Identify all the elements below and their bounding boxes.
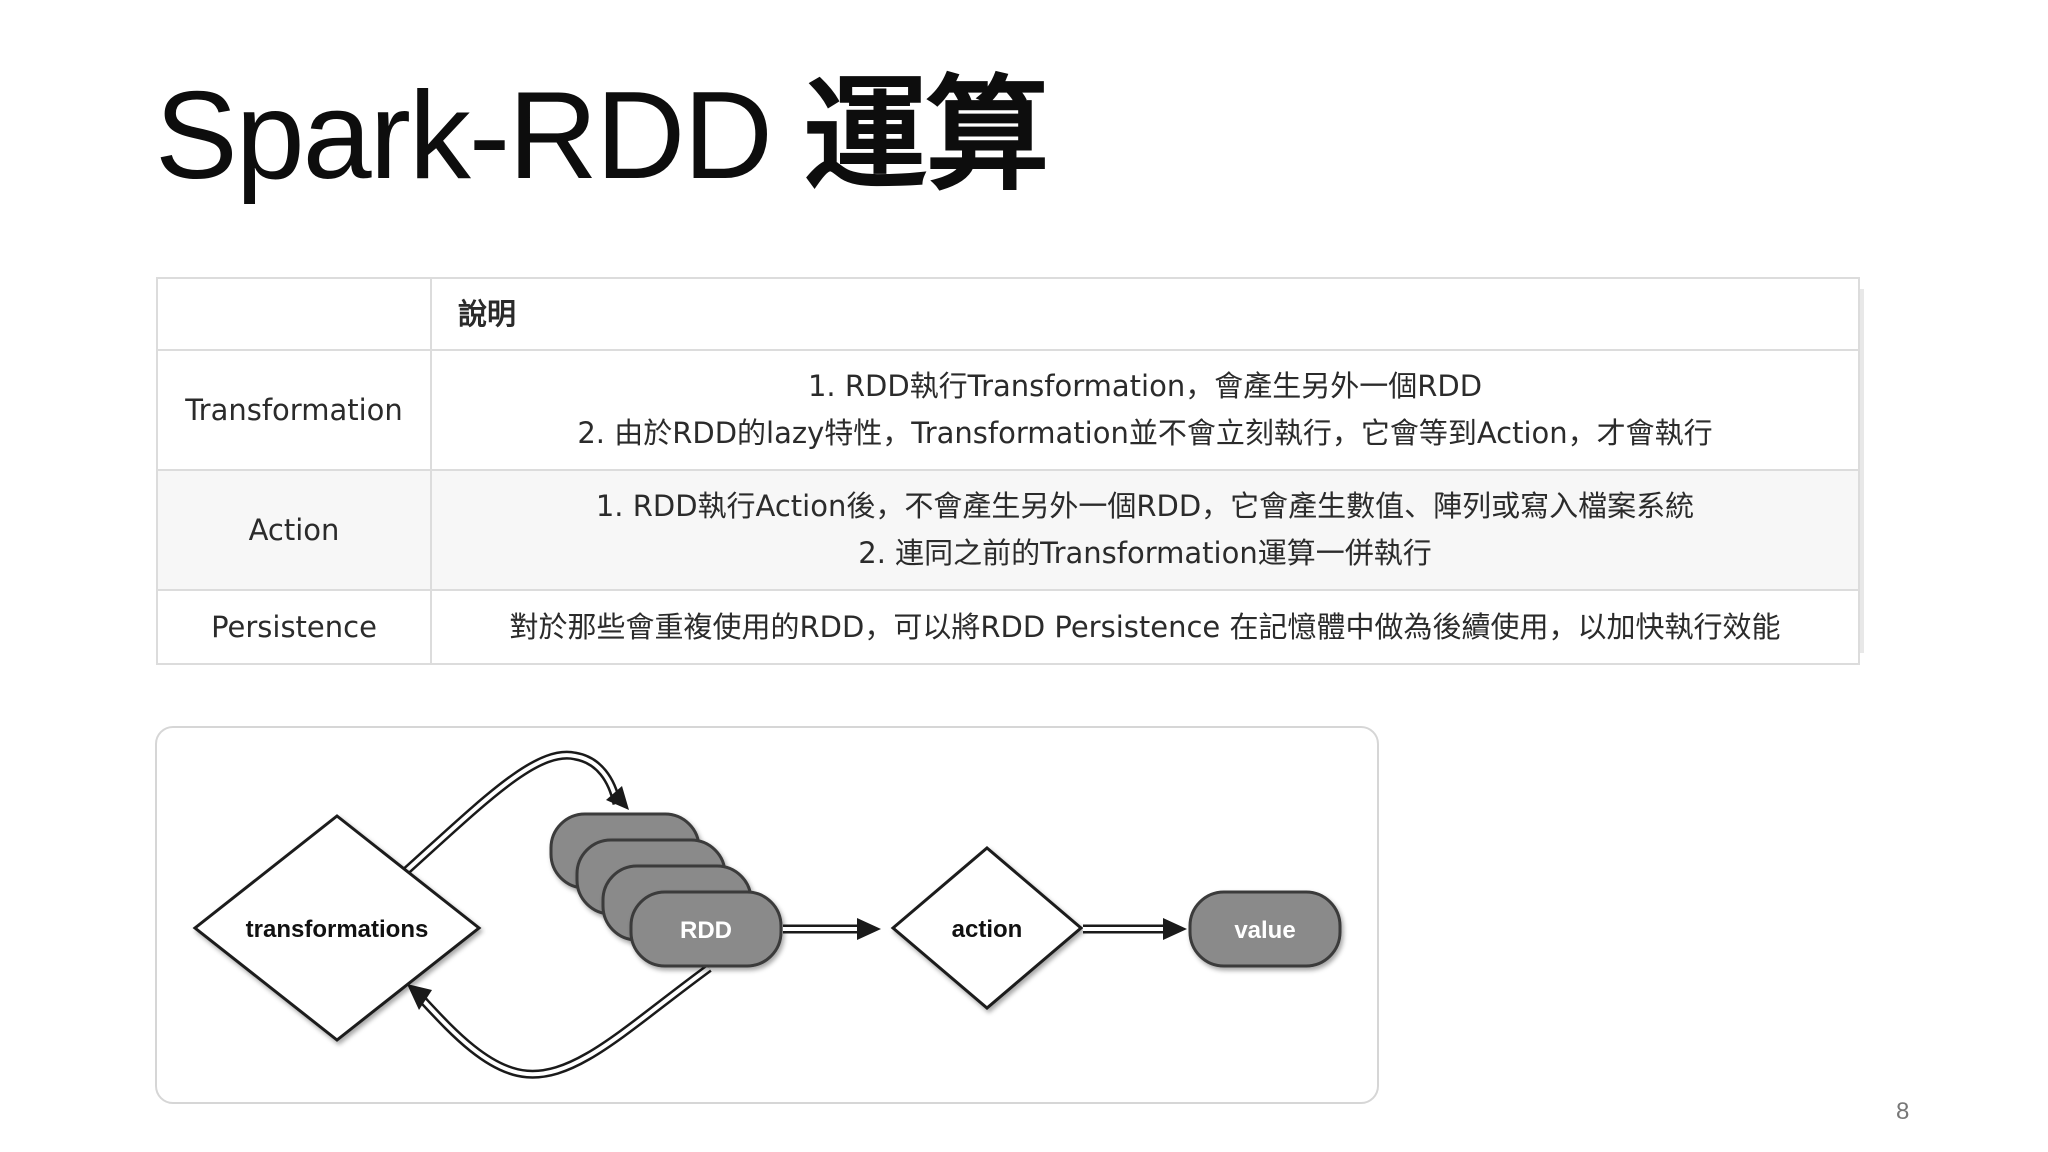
table-row-action: Action 1. RDD執行Action後，不會產生另外一個RDD，它會產生數… <box>156 469 1860 591</box>
title-latin: Spark-RDD <box>155 67 804 205</box>
rdd-to-transform-arrow <box>407 964 712 1079</box>
table-row-transformation: Transformation 1. RDD執行Transformation，會產… <box>156 349 1860 471</box>
row-desc-action: 1. RDD執行Action後，不會產生另外一個RDD，它會產生數值、陣列或寫入… <box>430 469 1860 591</box>
action-label: action <box>952 916 1023 943</box>
value-node: value <box>1188 890 1342 968</box>
rdd-operations-table: 說明 Transformation 1. RDD執行Transformation… <box>156 277 1860 665</box>
rdd-pill-front <box>629 890 783 968</box>
desc-line: 1. RDD執行Action後，不會產生另外一個RDD，它會產生數值、陣列或寫入… <box>595 489 1695 523</box>
rdd-stack: RDD <box>549 812 783 968</box>
transformations-label: transformations <box>246 916 429 943</box>
action-diamond: action <box>890 846 1084 1010</box>
slide-title: Spark-RDD 運算 <box>155 62 1049 211</box>
header-cell-description: 說明 <box>430 277 1860 351</box>
row-name-transformation: Transformation <box>156 349 432 471</box>
rdd-to-action-arrow <box>783 918 881 940</box>
desc-line: 2. 連同之前的Transformation運算一併執行 <box>858 536 1432 570</box>
action-to-value-arrow <box>1083 918 1187 940</box>
value-label: value <box>1234 917 1295 944</box>
row-name-action: Action <box>156 469 432 591</box>
desc-line: 2. 由於RDD的lazy特性，Transformation並不會立刻執行，它會… <box>577 416 1713 450</box>
row-name-persistence: Persistence <box>156 589 432 665</box>
header-cell-empty <box>156 277 432 351</box>
table-header-row: 說明 <box>156 277 1860 351</box>
diagram-canvas: transformations RDD action <box>192 750 1342 1079</box>
transform-to-rdd-arrow <box>401 750 629 876</box>
rdd-label: RDD <box>680 917 732 944</box>
row-desc-transformation: 1. RDD執行Transformation，會產生另外一個RDD 2. 由於R… <box>430 349 1860 471</box>
desc-line: 1. RDD執行Transformation，會產生另外一個RDD <box>807 369 1483 403</box>
title-cjk: 運算 <box>803 67 1049 205</box>
table-row-persistence: Persistence 對於那些會重複使用的RDD，可以將RDD Persist… <box>156 589 1860 665</box>
row-desc-persistence: 對於那些會重複使用的RDD，可以將RDD Persistence 在記憶體中做為… <box>430 589 1860 665</box>
desc-line: 對於那些會重複使用的RDD，可以將RDD Persistence 在記憶體中做為… <box>509 609 1781 644</box>
page-number: 8 <box>1896 1098 1910 1125</box>
transformations-diamond: transformations <box>192 814 482 1042</box>
rdd-flow-diagram: transformations RDD action <box>155 726 1379 1104</box>
